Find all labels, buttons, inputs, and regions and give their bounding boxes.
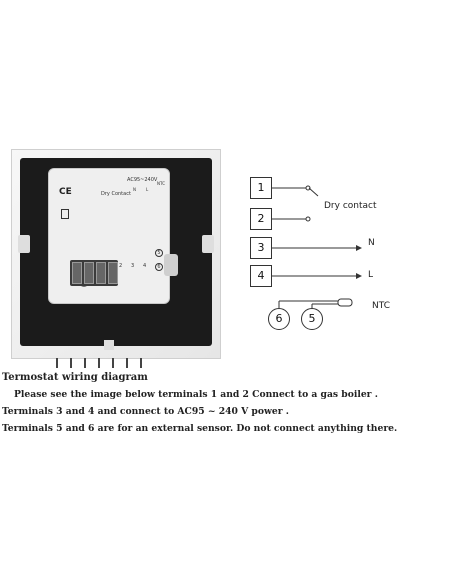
pin: [70, 358, 72, 368]
l-label: L: [146, 187, 149, 192]
pin: [126, 358, 128, 368]
pin: [140, 358, 142, 368]
sensor-terminal-6: 6: [268, 308, 290, 330]
ce-mark: CE: [59, 187, 72, 197]
side-terminal-5: 5: [155, 249, 163, 257]
voltage-label: AC95~240V: [127, 177, 158, 183]
ntc-label: NTC: [157, 181, 165, 186]
arrow-n: [356, 245, 362, 251]
sensor-terminal-5: 5: [301, 308, 323, 330]
dry-contact-text: Dry contact: [324, 201, 377, 211]
ntc-probe: [337, 298, 353, 307]
dry-contact-label: Dry Contact: [101, 191, 131, 197]
switch-arm: [308, 187, 319, 197]
caption-line-2: Terminals 3 and 4 and connect to AC95 ~ …: [2, 406, 289, 417]
sensor-connector: [164, 254, 178, 276]
arrow-l: [356, 273, 362, 279]
terminal-screw-2: [84, 262, 94, 284]
caption-line-1: Please see the image below terminals 1 a…: [14, 389, 378, 400]
wiring-lines: [272, 185, 362, 308]
neutral-text: N: [368, 238, 375, 248]
thermostat-back-photo: CE AC95~240V N L NTC Dry Contact MODBUS …: [11, 149, 221, 368]
side-terminal-6: 6: [155, 263, 163, 271]
terminal-screw-4: [108, 262, 118, 284]
terminal-number-3: 3: [131, 263, 135, 269]
terminal-box-4: 4: [250, 265, 272, 287]
caption-title: Termostat wiring diagram: [2, 372, 148, 383]
live-text: L: [368, 270, 374, 280]
terminal-number-2: 2: [119, 263, 123, 269]
device-body: CE AC95~240V N L NTC Dry Contact MODBUS …: [48, 168, 170, 304]
switch-node-1: [305, 185, 311, 191]
mount-tab-right: [202, 235, 214, 253]
mount-tab-bottom: [104, 340, 114, 350]
n-label: N: [133, 187, 136, 192]
pin: [56, 358, 58, 368]
terminal-box-3: 3: [250, 237, 272, 259]
terminal-number-4: 4: [143, 263, 147, 269]
caption-line-3: Terminals 5 and 6 are for an external se…: [2, 423, 398, 434]
terminal-block: [70, 260, 118, 286]
mount-tab-left: [18, 235, 30, 253]
pin: [98, 358, 100, 368]
pin: [112, 358, 114, 368]
terminal-screw-1: [72, 262, 82, 284]
switch-node-2: [305, 216, 311, 222]
terminal-box-2: 2: [250, 208, 272, 230]
terminal-box-1: 1: [250, 177, 272, 199]
recycle-bin-icon: [61, 209, 69, 219]
terminal-screw-3: [96, 262, 106, 284]
ntc-text: NTC: [372, 301, 390, 311]
pin: [84, 358, 86, 368]
wiring-diagram: 1 2 3 4 6 5 Dry contact N L NTC: [246, 176, 446, 336]
bottom-pins: [52, 358, 162, 368]
